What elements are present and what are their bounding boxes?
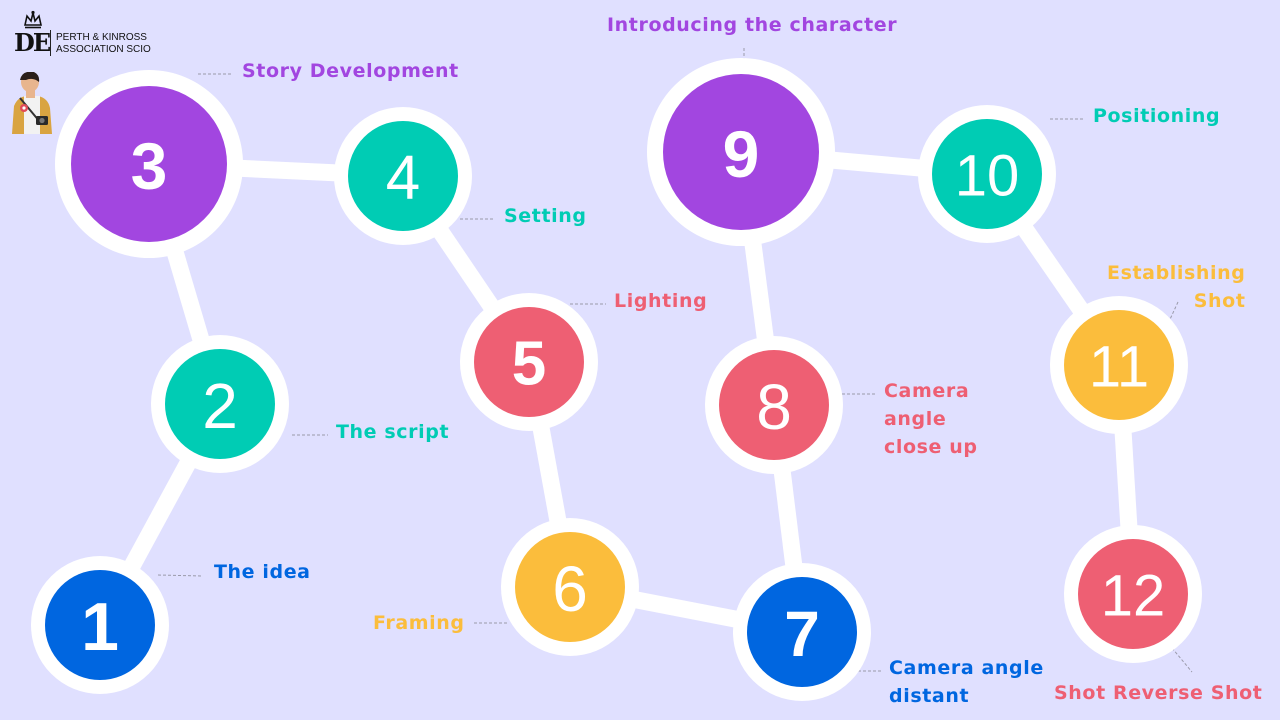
step-label-1: The idea xyxy=(214,561,311,583)
step-node-10: 10 xyxy=(918,105,1056,243)
step-node-9: 9 xyxy=(647,58,835,246)
step-label-10: Positioning xyxy=(1093,105,1221,127)
step-label-6: Framing xyxy=(373,612,465,634)
logo-line-1: PERTH & KINROSS xyxy=(56,32,147,43)
logo-line-2: ASSOCIATION SCIO xyxy=(56,44,151,55)
step-node-circle-11 xyxy=(1064,310,1174,420)
step-node-12: 12 xyxy=(1064,525,1202,663)
logo-text: PERTH & KINROSS ASSOCIATION SCIO xyxy=(56,32,151,56)
step-node-circle-7 xyxy=(747,577,857,687)
crown-logo-icon xyxy=(24,10,42,29)
step-node-circle-5 xyxy=(474,307,584,417)
step-number-2: 2 xyxy=(202,370,238,442)
step-number-11: 11 xyxy=(1089,335,1149,400)
step-label-9: Introducing the character xyxy=(607,14,898,36)
logo-mark: DE xyxy=(14,28,51,57)
step-number-1: 1 xyxy=(81,589,119,665)
step-node-circle-4 xyxy=(348,121,458,231)
step-number-6: 6 xyxy=(552,553,588,625)
step-label-5: Lighting xyxy=(614,290,708,312)
logo-divider xyxy=(50,30,51,56)
step-node-4: 4 xyxy=(334,107,472,245)
step-node-circle-12 xyxy=(1078,539,1188,649)
photographer-character-icon xyxy=(12,72,52,134)
step-number-8: 8 xyxy=(756,371,792,443)
step-node-6: 6 xyxy=(501,518,639,656)
step-number-12: 12 xyxy=(1101,564,1166,629)
step-node-circle-2 xyxy=(165,349,275,459)
step-node-11: 11 xyxy=(1050,296,1188,434)
step-label-8: Camera angle close up xyxy=(884,380,978,458)
step-node-circle-9 xyxy=(663,74,819,230)
step-node-3: 3 xyxy=(55,70,243,258)
step-label-3: Story Development xyxy=(242,60,459,82)
step-node-5: 5 xyxy=(460,293,598,431)
step-node-circle-10 xyxy=(932,119,1042,229)
step-number-9: 9 xyxy=(723,117,760,191)
step-node-circle-1 xyxy=(45,570,155,680)
step-label-2: The script xyxy=(336,421,450,443)
step-number-5: 5 xyxy=(512,330,546,399)
step-node-circle-8 xyxy=(719,350,829,460)
step-node-circle-3 xyxy=(71,86,227,242)
step-label-4: Setting xyxy=(504,205,587,227)
step-node-8: 8 xyxy=(705,336,843,474)
step-label-11: Establishing Shot xyxy=(1107,262,1246,312)
step-node-7: 7 xyxy=(733,563,871,701)
step-number-4: 4 xyxy=(386,144,420,213)
step-number-3: 3 xyxy=(131,129,168,203)
leader-line-12 xyxy=(1171,647,1193,673)
step-label-7: Camera angle distant xyxy=(889,657,1044,707)
organisation-logo: DE PERTH & KINROSS ASSOCIATION SCIO xyxy=(12,10,162,60)
step-node-circle-6 xyxy=(515,532,625,642)
step-label-12: Shot Reverse Shot xyxy=(1054,682,1263,704)
leader-line-1 xyxy=(157,574,203,577)
step-node-2: 2 xyxy=(151,335,289,473)
step-number-10: 10 xyxy=(955,144,1020,209)
step-node-1: 1 xyxy=(31,556,169,694)
step-number-7: 7 xyxy=(784,598,820,670)
